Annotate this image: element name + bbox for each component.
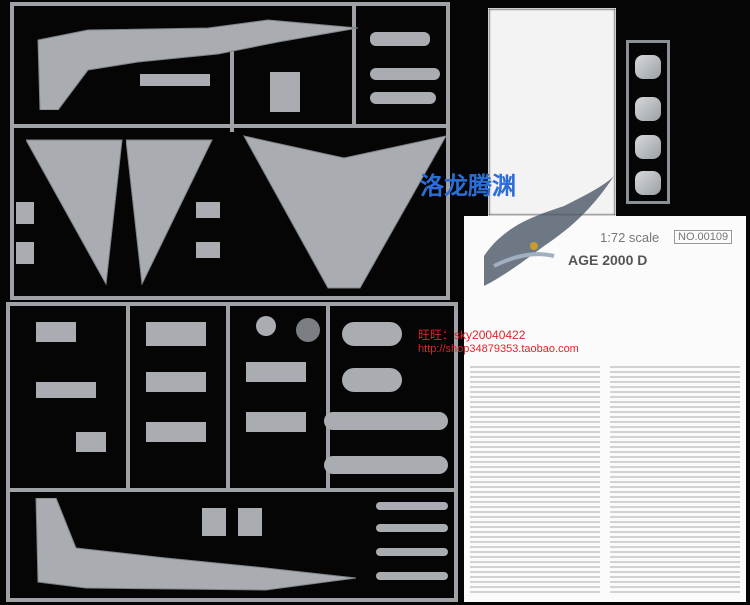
part-small	[36, 322, 76, 342]
part-small	[196, 202, 220, 218]
fuselage-half-upper	[37, 19, 358, 110]
sprue-frame-bottom	[10, 296, 450, 300]
sprue-frame-right	[454, 302, 458, 602]
sprue-runner	[230, 42, 234, 132]
part-missile	[376, 524, 448, 532]
canopy-part	[635, 171, 661, 195]
part-landing-gear	[270, 72, 300, 112]
part-intake	[342, 322, 402, 346]
part-wheel	[256, 316, 276, 336]
sprue-frame-right	[446, 2, 450, 300]
part-small	[196, 242, 220, 258]
wing-left	[26, 139, 123, 286]
scale-label: 1:72 scale	[600, 230, 660, 245]
watermark-chinese: 洛龙腾渊	[420, 172, 516, 200]
canopy-part	[635, 135, 661, 159]
part-pylon	[370, 68, 440, 80]
sprue-runner	[226, 302, 230, 492]
canopy-part	[635, 55, 661, 79]
part-small	[16, 242, 34, 264]
fuselage-half-lower	[35, 498, 356, 591]
wing-right	[126, 139, 213, 286]
sprue-frame-top	[10, 2, 450, 6]
part-pylon	[370, 92, 436, 104]
part-missile	[376, 502, 448, 510]
part-small	[146, 422, 206, 442]
watermark-shop-prefix: 旺旺：	[418, 328, 455, 342]
dragon-artwork	[484, 176, 614, 286]
sprue-runner	[326, 302, 330, 492]
part-small	[146, 372, 206, 392]
canopy-sprue	[626, 40, 670, 204]
upper-sprue	[10, 2, 450, 300]
part-small	[246, 362, 306, 382]
instruction-sheet: 1:72 scale NO.00109 AGE 2000 D	[464, 176, 746, 602]
sprue-frame-top	[6, 302, 458, 306]
part-drop-tank	[324, 456, 448, 474]
instruction-text-column	[470, 366, 600, 596]
sprue-frame-left	[6, 302, 10, 602]
canopy-part	[635, 97, 661, 121]
watermark-shop-handle: sky20040422	[454, 328, 526, 342]
part-small	[238, 508, 262, 536]
lower-sprue	[6, 302, 458, 602]
part-intake	[342, 368, 402, 392]
part-exhaust	[296, 318, 320, 342]
sprue-frame-left	[10, 2, 14, 300]
decal-sheet	[488, 8, 616, 216]
part-small	[140, 74, 210, 86]
kit-title: AGE 2000 D	[568, 252, 648, 268]
watermark-shop-id: 旺旺：sky20040422	[418, 326, 525, 343]
part-small	[76, 432, 106, 452]
sprue-divider-vertical	[352, 2, 356, 128]
sprue-divider	[6, 488, 458, 492]
part-small	[146, 322, 206, 346]
part-small	[16, 202, 34, 224]
instruction-text-column	[610, 366, 740, 596]
part-missile	[376, 548, 448, 556]
part-pylon	[370, 32, 430, 46]
delta-wing-lower	[243, 135, 447, 289]
part-missile	[376, 572, 448, 580]
part-small	[36, 382, 96, 398]
sprue-frame-bottom	[6, 598, 458, 602]
part-small	[202, 508, 226, 536]
kit-number: NO.00109	[674, 230, 733, 244]
part-drop-tank	[324, 412, 448, 430]
sprue-runner	[126, 302, 130, 492]
watermark-shop-url: http://shop34879353.taobao.com	[418, 343, 579, 355]
part-small	[246, 412, 306, 432]
